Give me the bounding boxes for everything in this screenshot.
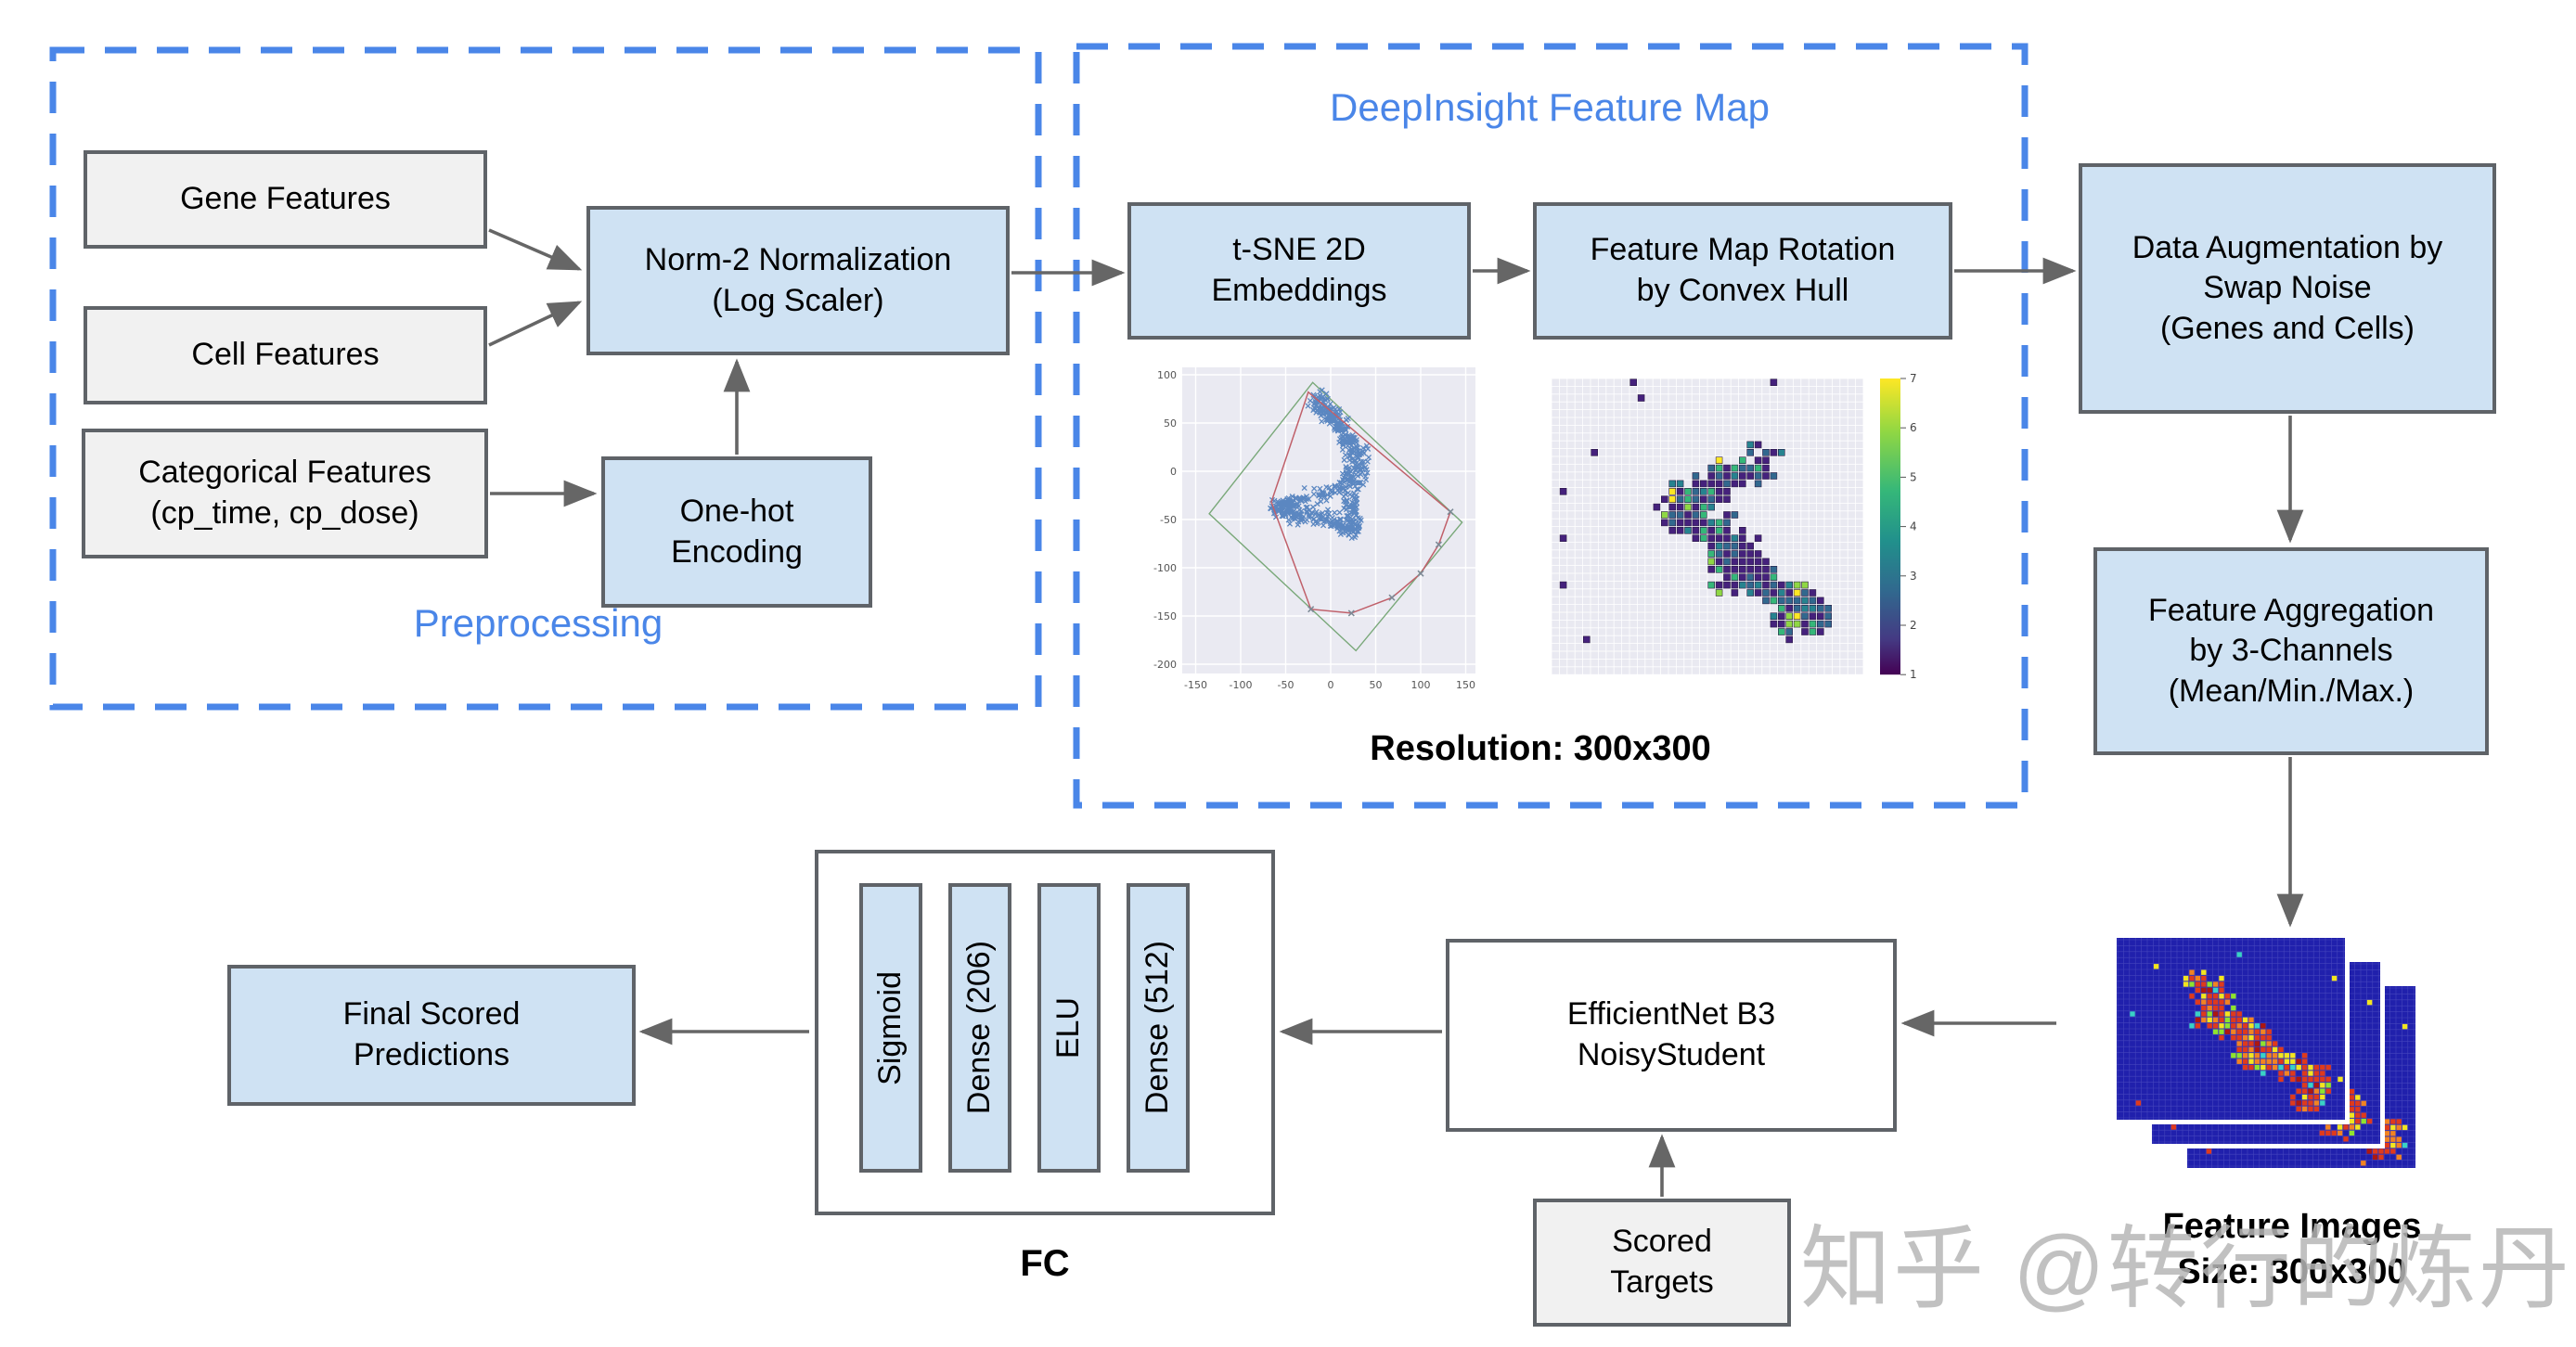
svg-text:-100: -100 [1230, 679, 1253, 691]
svg-text:-150: -150 [1184, 679, 1207, 691]
fc-layer-dense-512: Dense (512) [1127, 883, 1190, 1173]
node-norm2-label: Norm-2 Normalization (Log Scaler) [644, 241, 952, 318]
node-feature-map-rotation: Feature Map Rotation by Convex Hull [1533, 202, 1952, 340]
svg-text:50: 50 [1164, 417, 1177, 430]
svg-text:-50: -50 [1160, 514, 1177, 526]
feature-map-heatmap: 7 6 5 4 3 2 1 [1544, 371, 1943, 696]
deepinsight-dashed-box [1073, 43, 2029, 809]
preprocessing-group-label: Preprocessing [413, 601, 663, 645]
node-aggregation-label: Feature Aggregation by 3-Channels (Mean/… [2147, 592, 2435, 709]
svg-text:2: 2 [1910, 619, 1917, 632]
node-data-augmentation: Data Augmentation by Swap Noise (Genes a… [2079, 163, 2496, 414]
node-norm2-normalization: Norm-2 Normalization (Log Scaler) [586, 206, 1010, 355]
svg-text:6: 6 [1910, 421, 1917, 434]
svg-text:7: 7 [1910, 372, 1917, 385]
svg-text:5: 5 [1910, 470, 1917, 483]
svg-text:100: 100 [1157, 369, 1177, 381]
node-cell-features-label: Cell Features [191, 337, 380, 373]
svg-text:0: 0 [1170, 466, 1177, 478]
node-onehot-label: One-hot Encoding [671, 493, 803, 570]
node-rotation-label: Feature Map Rotation by Convex Hull [1590, 232, 1896, 308]
node-tsne-embeddings: t-SNE 2D Embeddings [1127, 202, 1471, 340]
node-cell-features: Cell Features [84, 306, 487, 404]
svg-text:150: 150 [1456, 679, 1475, 691]
node-tsne-label: t-SNE 2D Embeddings [1211, 232, 1387, 308]
feature-images-caption: Feature Images Size: 300x300 [2162, 1207, 2422, 1292]
svg-text:100: 100 [1411, 679, 1431, 691]
fc-layer-dense-206-label: Dense (206) [961, 941, 998, 1115]
resolution-caption: Resolution: 300x300 [1370, 729, 1711, 768]
node-onehot-encoding: One-hot Encoding [601, 456, 872, 608]
svg-text:1: 1 [1910, 668, 1917, 681]
node-efficientnet: EfficientNet B3 NoisyStudent [1446, 939, 1897, 1132]
fc-layer-elu-label: ELU [1050, 996, 1087, 1059]
node-feature-aggregation: Feature Aggregation by 3-Channels (Mean/… [2093, 547, 2489, 755]
feature-image-front [2112, 933, 2350, 1124]
node-scored-targets: Scored Targets [1533, 1199, 1791, 1327]
fc-caption: FC [1020, 1243, 1070, 1284]
tsne-scatter-plot: -150 -100 -50 0 50 100 150 100 50 0 -50 -100 -150 -20… [1145, 367, 1481, 696]
fc-layer-dense-512-label: Dense (512) [1140, 941, 1176, 1115]
svg-text:-50: -50 [1278, 679, 1294, 691]
node-categorical-features: Categorical Features (cp_time, cp_dose) [82, 429, 488, 558]
fc-layer-sigmoid-label: Sigmoid [872, 970, 908, 1085]
svg-text:3: 3 [1910, 570, 1917, 583]
svg-text:0: 0 [1328, 679, 1334, 691]
node-final-predictions: Final Scored Predictions [227, 965, 636, 1106]
svg-text:-100: -100 [1153, 562, 1177, 574]
node-efficientnet-label: EfficientNet B3 NoisyStudent [1566, 996, 1776, 1072]
fc-layer-sigmoid: Sigmoid [859, 883, 922, 1173]
svg-text:-200: -200 [1153, 659, 1177, 671]
fc-layer-dense-206: Dense (206) [948, 883, 1011, 1173]
preprocessing-dashed-box [49, 46, 1042, 711]
node-scored-targets-label: Scored Targets [1610, 1224, 1714, 1300]
zhihu-watermark: 知乎 @转行的炼丹师 [1800, 1217, 2576, 1319]
node-final-predictions-label: Final Scored Predictions [342, 996, 521, 1072]
fc-layer-elu: ELU [1037, 883, 1101, 1173]
deepinsight-group-title: DeepInsight Feature Map [1330, 85, 1770, 129]
node-augmentation-label: Data Augmentation by Swap Noise (Genes a… [2132, 229, 2443, 346]
svg-text:50: 50 [1370, 679, 1383, 691]
svg-text:-150: -150 [1153, 610, 1177, 622]
svg-text:4: 4 [1910, 520, 1917, 533]
node-categorical-features-label: Categorical Features (cp_time, cp_dose) [138, 455, 431, 531]
node-gene-features: Gene Features [84, 150, 487, 249]
node-gene-features-label: Gene Features [180, 181, 391, 217]
